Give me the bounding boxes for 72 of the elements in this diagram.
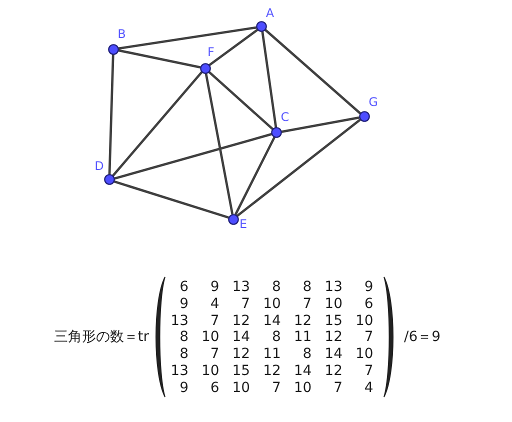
matrix-entry: 13 [324, 278, 342, 295]
matrix-entry: 6 [209, 380, 220, 396]
matrix-entry: 7 [270, 380, 281, 396]
edge-line [236, 118, 361, 217]
matrix-entry: 8 [270, 329, 281, 346]
matrix-entry: 12 [324, 363, 342, 380]
matrix-entry: 7 [363, 363, 374, 380]
matrix-entry: 8 [302, 278, 312, 295]
matrix-entry: 6 [363, 296, 374, 312]
matrix-entry: 12 [324, 329, 342, 346]
matrix-entry: 7 [209, 312, 220, 329]
edge-line [234, 136, 276, 216]
vertex-label: A [264, 6, 275, 20]
vertex-label: B [116, 28, 127, 41]
matrix-entry: 4 [363, 380, 374, 396]
matrix-entry: 13 [231, 278, 250, 295]
matrix-entry: 10 [200, 329, 220, 346]
matrix-entry: 8 [302, 346, 312, 362]
matrix-entry: 11 [262, 346, 281, 362]
edge-line [208, 28, 258, 66]
matrix-entry: 7 [332, 380, 342, 396]
matrix-entry: 12 [231, 346, 250, 362]
matrix-entry: 8 [270, 278, 281, 295]
matrix-entry: 9 [363, 278, 374, 295]
matrix-entry: 9 [209, 278, 220, 295]
matrix-entry: 7 [209, 346, 220, 362]
matrix-entry: 7 [240, 296, 250, 312]
matrix-entry: 14 [292, 363, 312, 380]
matrix-entry: 14 [231, 329, 250, 346]
matrix-entry: 8 [178, 329, 188, 346]
vertex-label: E [238, 218, 248, 230]
edge-line [112, 71, 203, 178]
edge-line [261, 30, 278, 128]
matrix-entry: 10 [354, 312, 374, 329]
matrix-entry: 13 [170, 363, 188, 380]
matrix-entry: 7 [302, 296, 312, 312]
matrix-entry: 12 [262, 363, 281, 380]
vertex-label: C [280, 110, 290, 124]
matrix-entry: 10 [324, 296, 342, 312]
matrix-entry: 8 [178, 346, 188, 362]
edge-line [280, 116, 360, 133]
matrix-entry: 14 [262, 312, 281, 329]
matrix-entry: 4 [209, 296, 220, 312]
vertex-label: F [206, 46, 216, 58]
matrix-entry: 7 [363, 329, 374, 346]
matrix-entry: 11 [292, 329, 312, 346]
matrix-entry: 12 [292, 312, 312, 329]
matrix-entry: 13 [170, 312, 188, 329]
matrix-entry: 9 [178, 296, 188, 312]
vertex-label: G [368, 96, 378, 110]
matrix-entry: 10 [200, 363, 220, 380]
matrix-entry: 9 [178, 380, 188, 396]
edge-line [208, 70, 274, 130]
matrix-entry: 14 [324, 346, 342, 362]
matrix-entry: 10 [354, 346, 374, 362]
edge-line [113, 180, 230, 219]
edge-line [113, 133, 273, 180]
matrix-entry: 12 [231, 312, 250, 329]
formula-text: 三角形の数＝tr [54, 328, 149, 346]
formula-text: /6＝9 [404, 328, 441, 346]
edge-line [204, 72, 234, 215]
edge-line [264, 29, 362, 114]
matrix-entry: 6 [178, 278, 188, 295]
matrix-entry: 15 [231, 363, 250, 380]
matrix-entry: 10 [292, 380, 312, 396]
edge-line [108, 54, 114, 176]
matrix-entry: 10 [262, 296, 281, 312]
vertex-label: D [94, 160, 104, 174]
edge-line [118, 49, 201, 68]
edge-line [118, 26, 258, 50]
matrix-entry: 10 [231, 380, 250, 396]
matrix-entry: 15 [324, 312, 342, 329]
